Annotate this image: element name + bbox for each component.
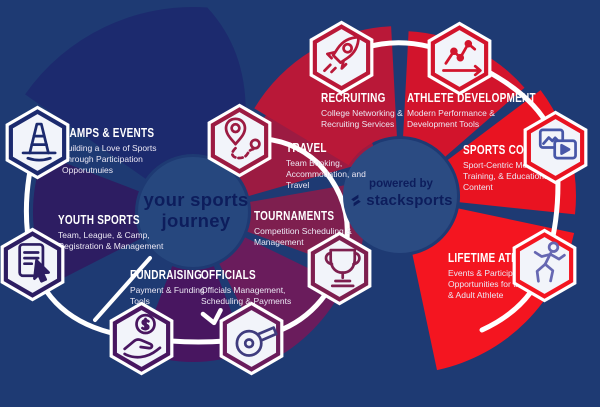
powered-by-label: powered by	[369, 178, 433, 190]
segment-divider	[93, 256, 152, 322]
rocket-icon	[323, 35, 360, 74]
segment-title: TOURNAMENTS	[254, 209, 335, 223]
segment-title: OFFICIALS	[201, 268, 256, 282]
segment-description: Officials Management, Scheduling & Payme…	[201, 285, 292, 307]
hexagon-camps	[2, 104, 73, 186]
segment-description: Events & Participation Opportunities for…	[448, 268, 558, 301]
hub-left-circle	[138, 157, 248, 267]
segment-label-officials: OFFICIALS Officials Management, Scheduli…	[201, 268, 307, 307]
powered-by-block: powered by stacksports	[344, 178, 458, 209]
segment-description: Building a Love of Sports Through Partic…	[62, 143, 157, 176]
hexagon-officials	[216, 300, 287, 382]
hexagon-sports-content	[520, 109, 591, 191]
media-icon	[538, 128, 577, 160]
brand-row: stacksports	[344, 192, 458, 209]
segment-label-athlete-development: ATHLETE DEVELOPMENT Modern Performance &…	[407, 91, 536, 130]
center-title: your sports journey	[133, 189, 259, 231]
segment-description: Team Booking, Accommodation, and Travel	[286, 158, 366, 191]
segment-description: Competition Scheduling & Management	[254, 226, 352, 248]
hexagon-travel	[204, 102, 275, 184]
donation-hand-icon	[123, 313, 162, 359]
segment-description: Team, League, & Camp, Registration & Man…	[58, 230, 164, 252]
brand-name: stacksports	[366, 192, 453, 209]
segment-camps	[25, 7, 246, 179]
segment-label-fundraising: FUNDRAISING Payment & Funding Tools	[130, 268, 220, 307]
segment-officials	[219, 237, 344, 362]
hub-right-circle	[343, 139, 457, 253]
segment-label-travel: TRAVEL Team Booking, Accommodation, and …	[286, 141, 366, 192]
segment-description: Sport-Centric Media, Training, & Educati…	[463, 160, 551, 193]
flow-chevron-icon	[200, 308, 223, 326]
segment-title: FUNDRAISING	[130, 268, 203, 282]
segment-title: RECRUITING	[321, 91, 386, 105]
hexagon-athlete-development	[424, 20, 495, 102]
segment-label-tournaments: TOURNAMENTS Competition Scheduling & Man…	[254, 209, 360, 248]
trophy-icon	[324, 248, 361, 288]
stacksports-logo-icon	[351, 194, 362, 207]
growth-chart-icon	[442, 39, 482, 77]
center-title-line1: your sports	[143, 189, 249, 210]
segment-description: Payment & Funding Tools	[130, 285, 205, 307]
map-pin-icon	[224, 117, 261, 160]
hexagon-fundraising	[106, 300, 177, 382]
registration-icon	[18, 243, 50, 283]
hexagon-recruiting	[306, 19, 377, 101]
segment-title: ATHLETE DEVELOPMENT	[407, 91, 536, 105]
segment-title: CAMPS & EVENTS	[62, 126, 155, 140]
cone-icon	[21, 122, 57, 162]
segment-description: Modern Performance & Development Tools	[407, 108, 495, 130]
center-title-line2: journey	[161, 209, 231, 231]
segment-label-youth: YOUTH SPORTS Team, League, & Camp, Regis…	[58, 213, 172, 252]
segment-label-recruiting: RECRUITING College Networking & Recruiti…	[321, 91, 413, 130]
segment-title: TRAVEL	[286, 141, 327, 155]
hexagon-youth	[0, 226, 68, 308]
hexagon-lifetime-athletes	[509, 227, 580, 309]
runner-icon	[533, 241, 566, 283]
segment-label-camps: CAMPS & EVENTS Building a Love of Sports…	[62, 126, 172, 177]
segment-description: College Networking & Recruiting Services	[321, 108, 403, 130]
segment-title: YOUTH SPORTS	[58, 213, 140, 227]
whistle-icon	[235, 326, 278, 357]
hexagon-tournaments	[304, 230, 375, 312]
